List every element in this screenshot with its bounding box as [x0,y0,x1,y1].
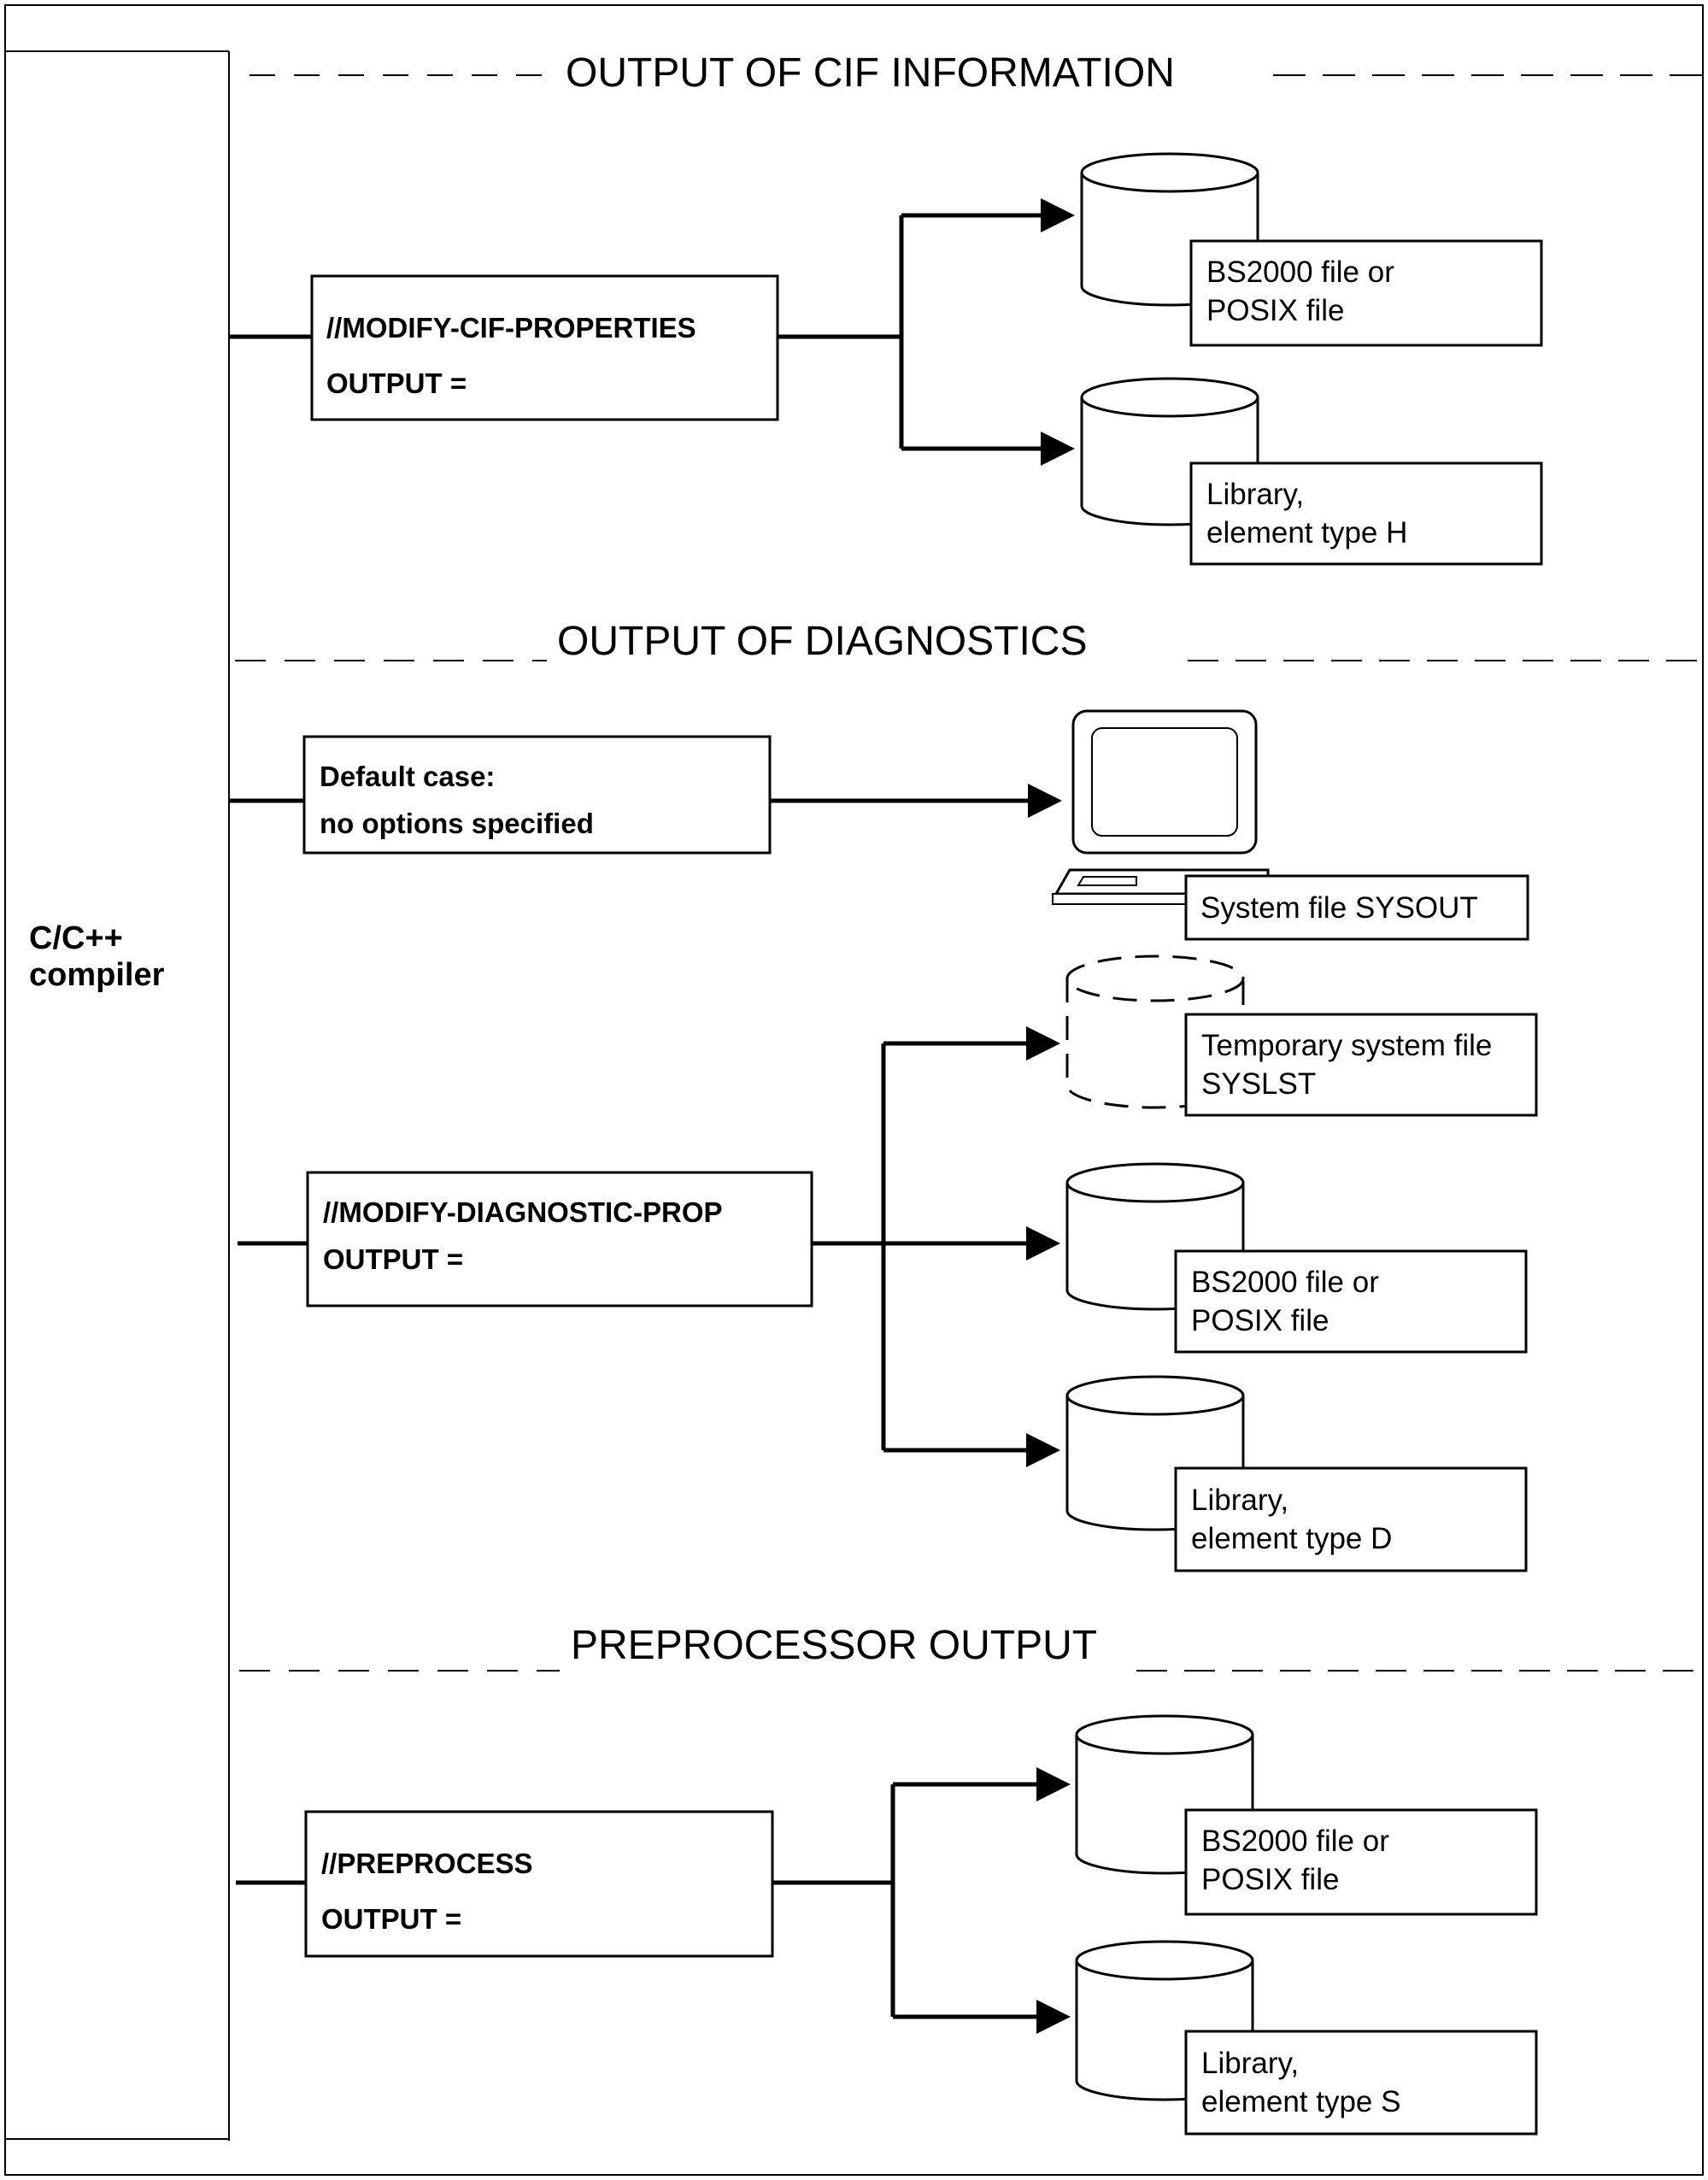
compiler-column: C/C++ compiler [5,50,230,2141]
target-label-line1: BS2000 file or [1191,1266,1379,1299]
compiler-label-line2: compiler [29,957,165,993]
output-target-bs2000-file: BS2000 file or POSIX file [1080,152,1543,347]
target-label-line2: POSIX file [1191,1304,1329,1337]
compiler-label-line1: C/C++ [29,920,123,956]
target-label-line2: element type D [1191,1522,1392,1555]
section-heading: OUTPUT OF CIF INFORMATION [566,50,1175,96]
section-cif: OUTPUT OF CIF INFORMATION //MODIFY-CIF-P… [229,50,1703,566]
section-heading: OUTPUT OF DIAGNOSTICS [557,619,1087,664]
command-box [304,1810,774,1958]
command-name: //PREPROCESS [321,1848,533,1879]
target-label-line2: POSIX file [1206,294,1344,327]
target-label-line1: Library, [1206,478,1304,511]
target-label-line2: element type H [1206,516,1407,549]
section-preprocessor: PREPROCESSOR OUTPUT //PREPROCESS OUTPUT … [236,1623,1703,2136]
section-heading: PREPROCESSOR OUTPUT [571,1623,1097,1668]
command-param: OUTPUT = [321,1903,461,1935]
output-target-library: Library, element type H [1080,377,1543,566]
output-target-library: Library, element type S [1075,1940,1538,2136]
command-param: OUTPUT = [326,367,467,399]
sysout-label: System file SYSOUT [1200,891,1478,925]
target-label-line1: Library, [1201,2047,1299,2080]
output-target-bs2000-file: BS2000 file or POSIX file [1065,1162,1528,1354]
output-target-bs2000-file: BS2000 file or POSIX file [1075,1714,1538,1916]
section-diagnostics: OUTPUT OF DIAGNOSTICS Default case: no o… [229,619,1703,1572]
command-param: OUTPUT = [323,1243,463,1275]
target-label-line2: SYSLST [1201,1067,1316,1101]
target-label-line2: POSIX file [1201,1863,1339,1896]
output-target-syslst: Temporary system file SYSLST [1065,955,1538,1117]
command-name: //MODIFY-DIAGNOSTIC-PROP [323,1196,723,1228]
default-case-desc: no options specified [320,808,594,839]
target-label-line1: Temporary system file [1201,1029,1492,1062]
target-label-line1: BS2000 file or [1201,1825,1389,1858]
page-border [4,4,1704,2176]
output-target-library: Library, element type D [1065,1375,1528,1572]
target-label-line2: element type S [1201,2085,1400,2118]
command-name: //MODIFY-CIF-PROPERTIES [326,312,696,344]
default-case-title: Default case: [320,761,495,792]
command-box [310,274,779,421]
command-box [306,1171,813,1307]
default-case-box [302,735,772,855]
target-label-line1: BS2000 file or [1206,256,1394,289]
target-label-line1: Library, [1191,1484,1288,1517]
